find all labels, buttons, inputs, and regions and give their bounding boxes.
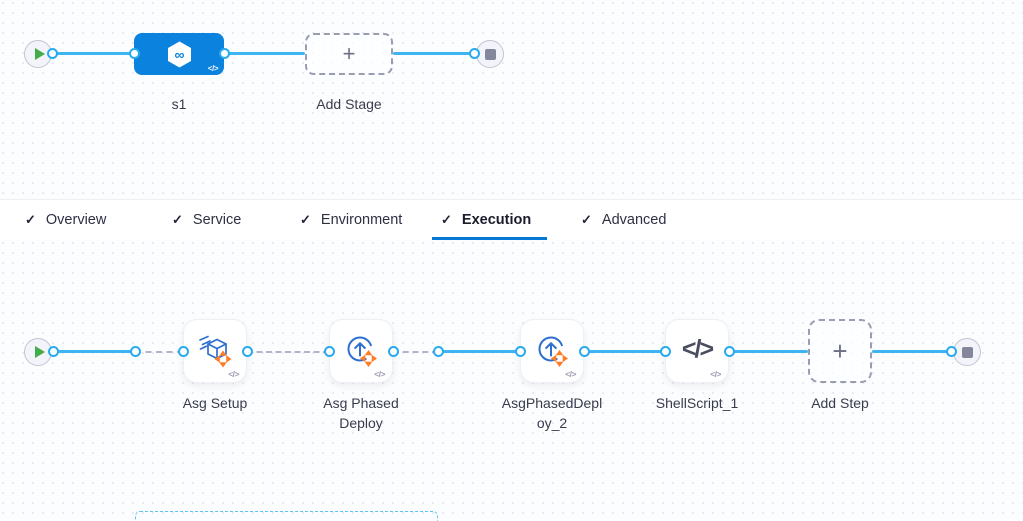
play-icon — [34, 346, 45, 358]
phased-deploy-icon — [538, 336, 568, 367]
asg-setup-icon — [199, 335, 232, 368]
connector-port[interactable] — [432, 346, 444, 357]
add-stage-label: Add Stage — [316, 96, 382, 112]
play-icon — [34, 48, 45, 60]
connector-port[interactable] — [578, 346, 590, 357]
stage-canvas: ∞ </> + s1 Add Stage — [0, 0, 1023, 199]
connector-dashed — [247, 350, 329, 353]
code-badge-icon: </> — [374, 369, 385, 379]
check-icon: ✓ — [581, 212, 592, 227]
move-handle-icon — [551, 350, 568, 367]
connector-port[interactable] — [128, 48, 140, 59]
connector-port[interactable] — [468, 48, 480, 59]
check-icon: ✓ — [172, 212, 183, 227]
add-stage-button[interactable]: + — [305, 33, 393, 75]
tab-environment[interactable]: ✓ Environment — [300, 200, 402, 240]
shell-script-icon: </> — [681, 334, 714, 363]
connector — [53, 350, 135, 353]
connector — [729, 350, 808, 353]
step-label: Asg Phased Deploy — [323, 395, 399, 431]
connector — [438, 350, 520, 353]
connector-port[interactable] — [945, 346, 957, 357]
step-label: AsgPhasedDeploy_2 — [501, 395, 603, 431]
cd-stage-icon: ∞ — [167, 41, 191, 67]
check-icon: ✓ — [300, 212, 311, 227]
connector — [584, 350, 665, 353]
connector-port[interactable] — [177, 346, 189, 357]
step-asg-phased-deploy-2[interactable]: </> — [520, 319, 584, 383]
tab-execution[interactable]: ✓ Execution — [441, 200, 531, 240]
tab-label: Service — [192, 212, 242, 228]
connector-dashed — [135, 350, 183, 353]
step-label: Asg Setup — [182, 395, 248, 411]
phased-deploy-icon — [347, 336, 377, 367]
connector-port[interactable] — [514, 346, 526, 357]
move-handle-icon — [214, 350, 232, 368]
connector-port[interactable] — [46, 48, 58, 59]
tab-overview[interactable]: ✓ Overview — [25, 200, 106, 240]
code-badge-icon: </> — [565, 369, 576, 379]
step-group-canary-deployment: Canary Deployment — [135, 511, 438, 521]
tab-label: Environment — [320, 212, 403, 228]
tab-label: Execution — [461, 212, 532, 228]
infinity-glyph: ∞ — [174, 46, 184, 62]
stage-tabs: ✓ Overview ✓ Service ✓ Environment ✓ Exe… — [0, 199, 1023, 240]
connector-port[interactable] — [47, 346, 59, 357]
add-step-button[interactable]: + — [808, 319, 872, 383]
connector-dashed — [393, 350, 438, 353]
stop-icon — [484, 48, 496, 60]
connector-port[interactable] — [659, 346, 671, 357]
connector-port[interactable] — [323, 346, 335, 357]
code-badge-icon: </> — [710, 369, 721, 379]
connector — [393, 52, 474, 55]
plus-icon: + — [342, 41, 356, 66]
connector-port[interactable] — [387, 346, 399, 357]
tab-service[interactable]: ✓ Service — [172, 200, 241, 240]
add-step-label: Add Step — [811, 395, 869, 411]
step-label: ShellScript_1 — [655, 395, 739, 411]
step-asg-setup[interactable]: </> — [183, 319, 247, 383]
tab-advanced[interactable]: ✓ Advanced — [581, 200, 666, 240]
tab-label: Advanced — [601, 212, 667, 228]
connector-port[interactable] — [241, 346, 253, 357]
tab-label: Overview — [45, 212, 107, 228]
stage-node-s1[interactable]: ∞ </> — [134, 33, 224, 75]
connector — [224, 52, 305, 55]
step-asg-phased-deploy[interactable]: </> — [329, 319, 393, 383]
connector — [872, 350, 951, 353]
connector — [52, 52, 134, 55]
plus-icon: + — [832, 336, 848, 366]
code-badge-icon: </> — [207, 64, 219, 73]
execution-canvas: Canary Deployment — [0, 240, 1023, 521]
connector-port[interactable] — [723, 346, 735, 357]
pipeline-end-node — [476, 40, 504, 68]
check-icon: ✓ — [441, 212, 452, 227]
stop-icon — [961, 346, 973, 358]
execution-end-node — [953, 338, 981, 366]
check-icon: ✓ — [25, 212, 36, 227]
step-shellscript-1[interactable]: </> </> — [665, 319, 729, 383]
active-tab-indicator — [432, 237, 547, 240]
stage-label: s1 — [171, 96, 187, 112]
move-handle-icon — [360, 350, 377, 367]
code-badge-icon: </> — [228, 369, 239, 379]
connector-port[interactable] — [218, 48, 230, 59]
connector-port[interactable] — [129, 346, 141, 357]
